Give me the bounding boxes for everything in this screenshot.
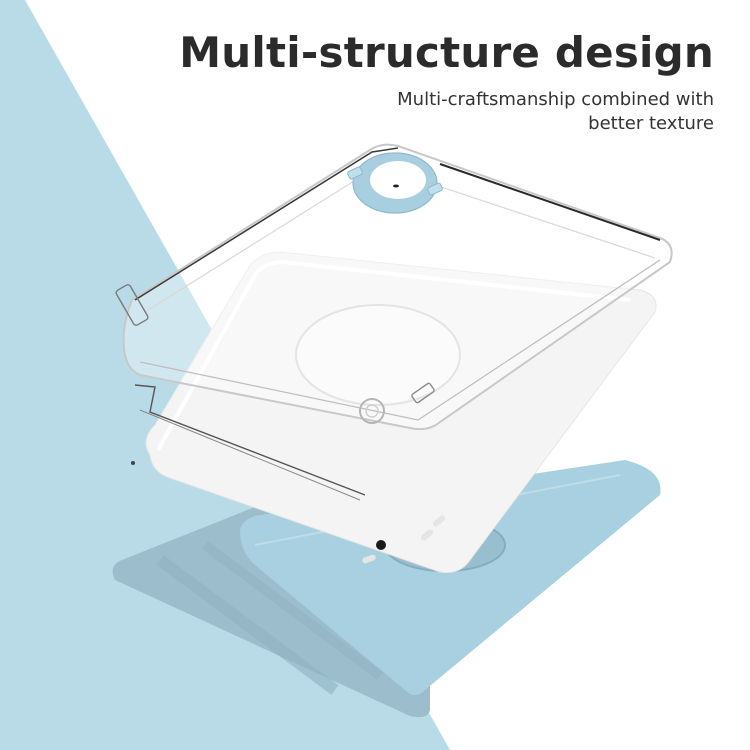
subtitle-line-1: Multi-craftsmanship combined with [397,89,714,110]
headline-block: Multi-structure design Multi-craftsmansh… [179,28,714,136]
ring-holder [347,152,443,214]
camera-cutout-icon [376,540,386,550]
white-inner-shell [131,251,657,573]
corner-bumper-icon [359,398,385,424]
subtitle: Multi-craftsmanship combined with better… [179,88,714,136]
page-title: Multi-structure design [179,28,714,77]
shell-circle-recess [295,304,461,406]
clear-back-cover [115,143,673,501]
subtitle-line-2: better texture [588,113,714,134]
